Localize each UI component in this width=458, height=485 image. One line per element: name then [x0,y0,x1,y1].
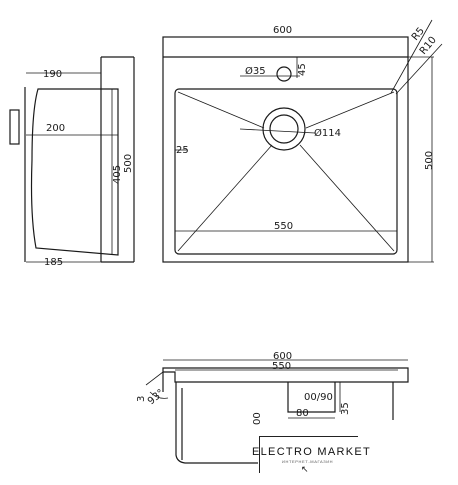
radius-r5: R5 [410,26,427,43]
dim-185: 185 [44,257,63,268]
section-dim-partial: 00 [252,412,263,425]
drain-leader [239,128,316,134]
dim-600-top: 600 [273,25,292,36]
dim-405: 405 [112,165,123,184]
side-drain-stub [9,109,20,145]
drain-outer [262,107,306,151]
dim-drain-114: Ø114 [314,127,341,139]
sink-outer-frame [162,36,409,263]
section-bowl-wall-left [175,382,258,464]
mouse-cursor-icon: ↖ [301,465,309,475]
watermark-subtitle: ИНТЕРНЕТ-МАГАЗИН [282,459,334,464]
radius-r5-leader [390,19,433,94]
dim-bowl-550: 550 [274,221,293,232]
slope-br [299,144,395,252]
angle-arc [149,391,169,399]
bowl-outline [174,88,398,255]
slope-bl [177,144,273,252]
section-drain-label: 00/90 [304,392,333,403]
dim-200: 200 [46,123,65,134]
dim-tap-35: Ø35 [245,65,266,77]
dim-tap-45: 45 [297,63,308,76]
side-profile-view: 190 200 185 405 500 [9,56,135,268]
top-view: 600 Ø35 45 Ø114 25 550 R5 R10 500 [162,19,443,263]
angle-leader [145,371,164,386]
slope-tr [305,91,395,129]
side-bowl-outline [30,88,119,256]
slope-tl [177,91,265,129]
section-dim-35: 35 [340,402,351,415]
section-dim-80: 80 [296,408,309,419]
dim-500-right: 500 [424,151,435,170]
section-drain [287,382,336,413]
tap-hole [276,66,292,82]
radius-r10-leader [395,43,443,95]
dim-inset-25: 25 [176,145,189,156]
dim-500-side: 500 [123,154,134,173]
section-dim-550: 550 [272,361,291,372]
drain-inner [269,114,299,144]
watermark-title: ELECTRO MARKET [252,446,372,458]
section-rim-3: 3 [136,396,147,402]
section-dim-600: 600 [273,351,292,362]
dim-190: 190 [43,69,62,80]
electro-market-watermark: ELECTRO MARKET ИНТЕРНЕТ-МАГАЗИН [252,436,370,473]
